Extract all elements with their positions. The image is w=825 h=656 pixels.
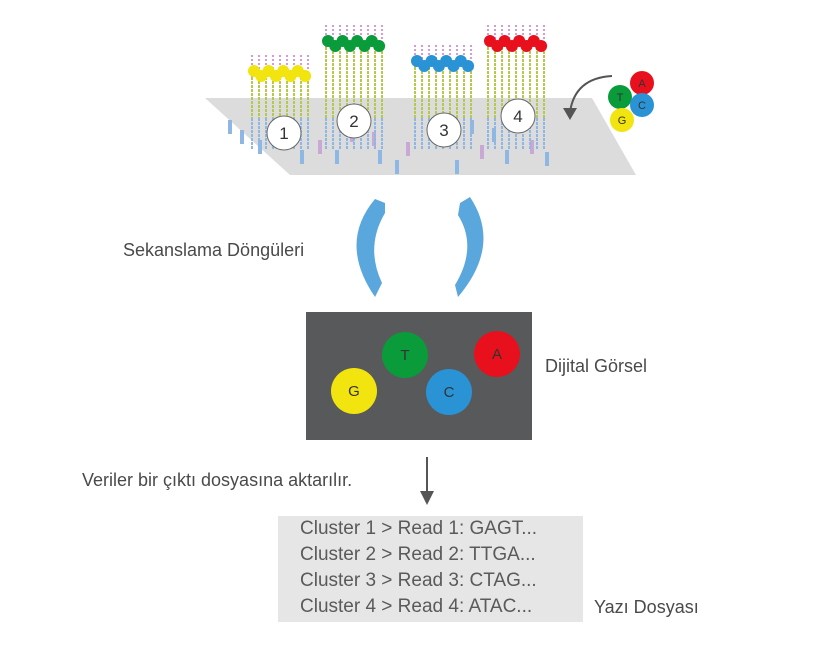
fragment-mark bbox=[228, 120, 232, 134]
sequencing-cycle-arrows bbox=[356, 197, 484, 297]
cluster-number-circle bbox=[500, 98, 536, 134]
fragment-mark bbox=[505, 150, 509, 164]
legend-base-label: G bbox=[618, 115, 627, 127]
base-dot-t: T bbox=[382, 332, 428, 378]
text-file-line: Cluster 2 > Read 2: TTGA... bbox=[300, 544, 536, 565]
legend-base-label: A bbox=[638, 78, 646, 90]
cluster-number-circle bbox=[266, 115, 302, 151]
cluster-number: 1 bbox=[279, 124, 288, 143]
digital-image-label: Dijital Görsel bbox=[545, 356, 648, 376]
dye-dot bbox=[373, 40, 386, 52]
text-file-box: Cluster 1 > Read 1: GAGT... Cluster 2 > … bbox=[278, 516, 583, 622]
fragment-mark bbox=[300, 150, 304, 164]
cycle-arrow-right-icon bbox=[455, 197, 484, 297]
legend-dot bbox=[608, 85, 632, 109]
cluster: 3 bbox=[411, 45, 475, 150]
cluster: 2 bbox=[322, 25, 386, 150]
digital-image-panel: T A G C bbox=[306, 312, 532, 440]
fragment-mark bbox=[395, 160, 399, 174]
clusters: 1 2 3 4 bbox=[248, 25, 548, 151]
cluster-number-circle bbox=[426, 112, 462, 148]
cluster: 4 bbox=[484, 25, 548, 150]
fragment-mark bbox=[530, 140, 534, 154]
cycle-arrow-left-icon bbox=[356, 199, 385, 297]
fragment-mark bbox=[318, 140, 322, 154]
cluster: 1 bbox=[248, 55, 312, 151]
base-legend: T A GC bbox=[608, 71, 654, 132]
fragment-mark bbox=[378, 150, 382, 164]
legend-dot bbox=[610, 108, 634, 132]
legend-base-label: T bbox=[617, 92, 624, 104]
cluster-number-circle bbox=[336, 103, 372, 139]
fragment-mark bbox=[240, 130, 244, 144]
text-file-line: Cluster 1 > Read 1: GAGT... bbox=[300, 518, 538, 539]
export-label: Veriler bir çıktı dosyasına aktarılır. bbox=[82, 470, 353, 490]
base-dot-g: G bbox=[331, 368, 377, 414]
text-file-line: Cluster 4 > Read 4: ATAC... bbox=[300, 596, 533, 617]
base-dot-c: C bbox=[426, 369, 472, 415]
fragment-mark bbox=[545, 152, 549, 166]
fragment-mark bbox=[406, 142, 410, 156]
cluster-number: 4 bbox=[513, 107, 522, 126]
cycles-label: Sekanslama Döngüleri bbox=[123, 240, 305, 260]
cycle-arrow-icon bbox=[563, 75, 613, 120]
cluster-number: 3 bbox=[439, 121, 448, 140]
legend-dot bbox=[630, 93, 654, 117]
base-dot-a: A bbox=[474, 331, 520, 377]
fragment-mark bbox=[480, 145, 484, 159]
text-file-label: Yazı Dosyası bbox=[594, 597, 699, 617]
dye-dot bbox=[462, 60, 475, 72]
legend-dot bbox=[630, 71, 654, 95]
legend-base-label: C bbox=[638, 100, 646, 112]
text-file-line: Cluster 3 > Read 3: CTAG... bbox=[300, 570, 537, 591]
fragment-mark bbox=[455, 160, 459, 174]
cluster-number: 2 bbox=[349, 112, 358, 131]
dye-dot bbox=[535, 40, 548, 52]
flow-cell-illustration: 1 2 3 4 T A GC bbox=[205, 25, 654, 175]
down-arrow-icon bbox=[420, 457, 434, 505]
dye-dot bbox=[299, 70, 312, 82]
fragment-mark bbox=[335, 150, 339, 164]
